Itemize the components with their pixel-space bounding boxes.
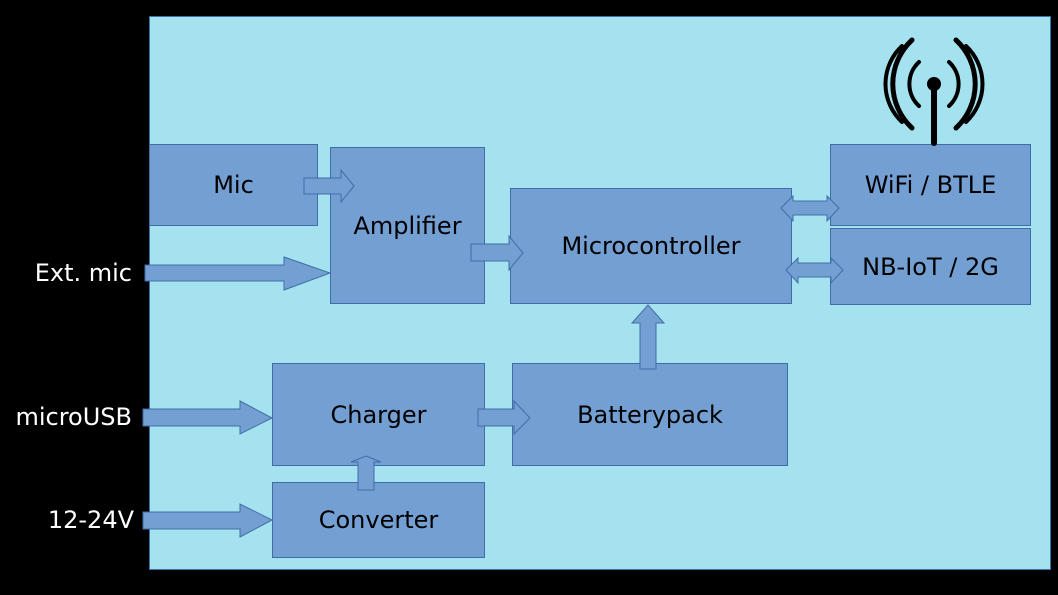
label-power-input: 12-24V xyxy=(47,506,134,534)
arrow-ext-mic-to-amplifier xyxy=(144,256,332,291)
block-nbiot-2g-label: NB-IoT / 2G xyxy=(862,252,999,281)
arrow-mic-to-amplifier xyxy=(303,168,355,204)
block-batterypack: Batterypack xyxy=(512,363,788,466)
label-ext-mic: Ext. mic xyxy=(34,259,132,287)
block-wifi-btle: WiFi / BTLE xyxy=(830,144,1031,226)
block-converter-label: Converter xyxy=(318,506,439,534)
antenna-icon xyxy=(883,37,985,146)
block-mic: Mic xyxy=(149,144,318,226)
block-batterypack-label: Batterypack xyxy=(577,400,723,429)
arrow-converter-to-charger xyxy=(350,455,382,491)
arrow-batterypack-to-microcontroller xyxy=(630,304,666,370)
block-amplifier: Amplifier xyxy=(330,147,485,304)
arrow-amplifier-to-microcontroller xyxy=(470,234,524,272)
block-microcontroller-label: Microcontroller xyxy=(561,232,741,260)
block-charger-label: Charger xyxy=(330,400,427,429)
block-amplifier-label: Amplifier xyxy=(353,211,462,240)
arrow-power-to-converter xyxy=(142,503,274,538)
block-wifi-btle-label: WiFi / BTLE xyxy=(864,171,997,199)
block-converter: Converter xyxy=(272,482,485,558)
arrow-microcontroller-wifi-bidirectional xyxy=(780,194,840,223)
block-mic-label: Mic xyxy=(213,171,254,199)
block-microcontroller: Microcontroller xyxy=(510,188,792,304)
arrow-microusb-to-charger xyxy=(142,400,274,435)
label-microusb: microUSB xyxy=(15,403,132,431)
arrow-charger-to-batterypack xyxy=(477,399,531,436)
block-charger: Charger xyxy=(272,363,485,466)
arrow-microcontroller-nbiot-bidirectional xyxy=(785,256,844,285)
